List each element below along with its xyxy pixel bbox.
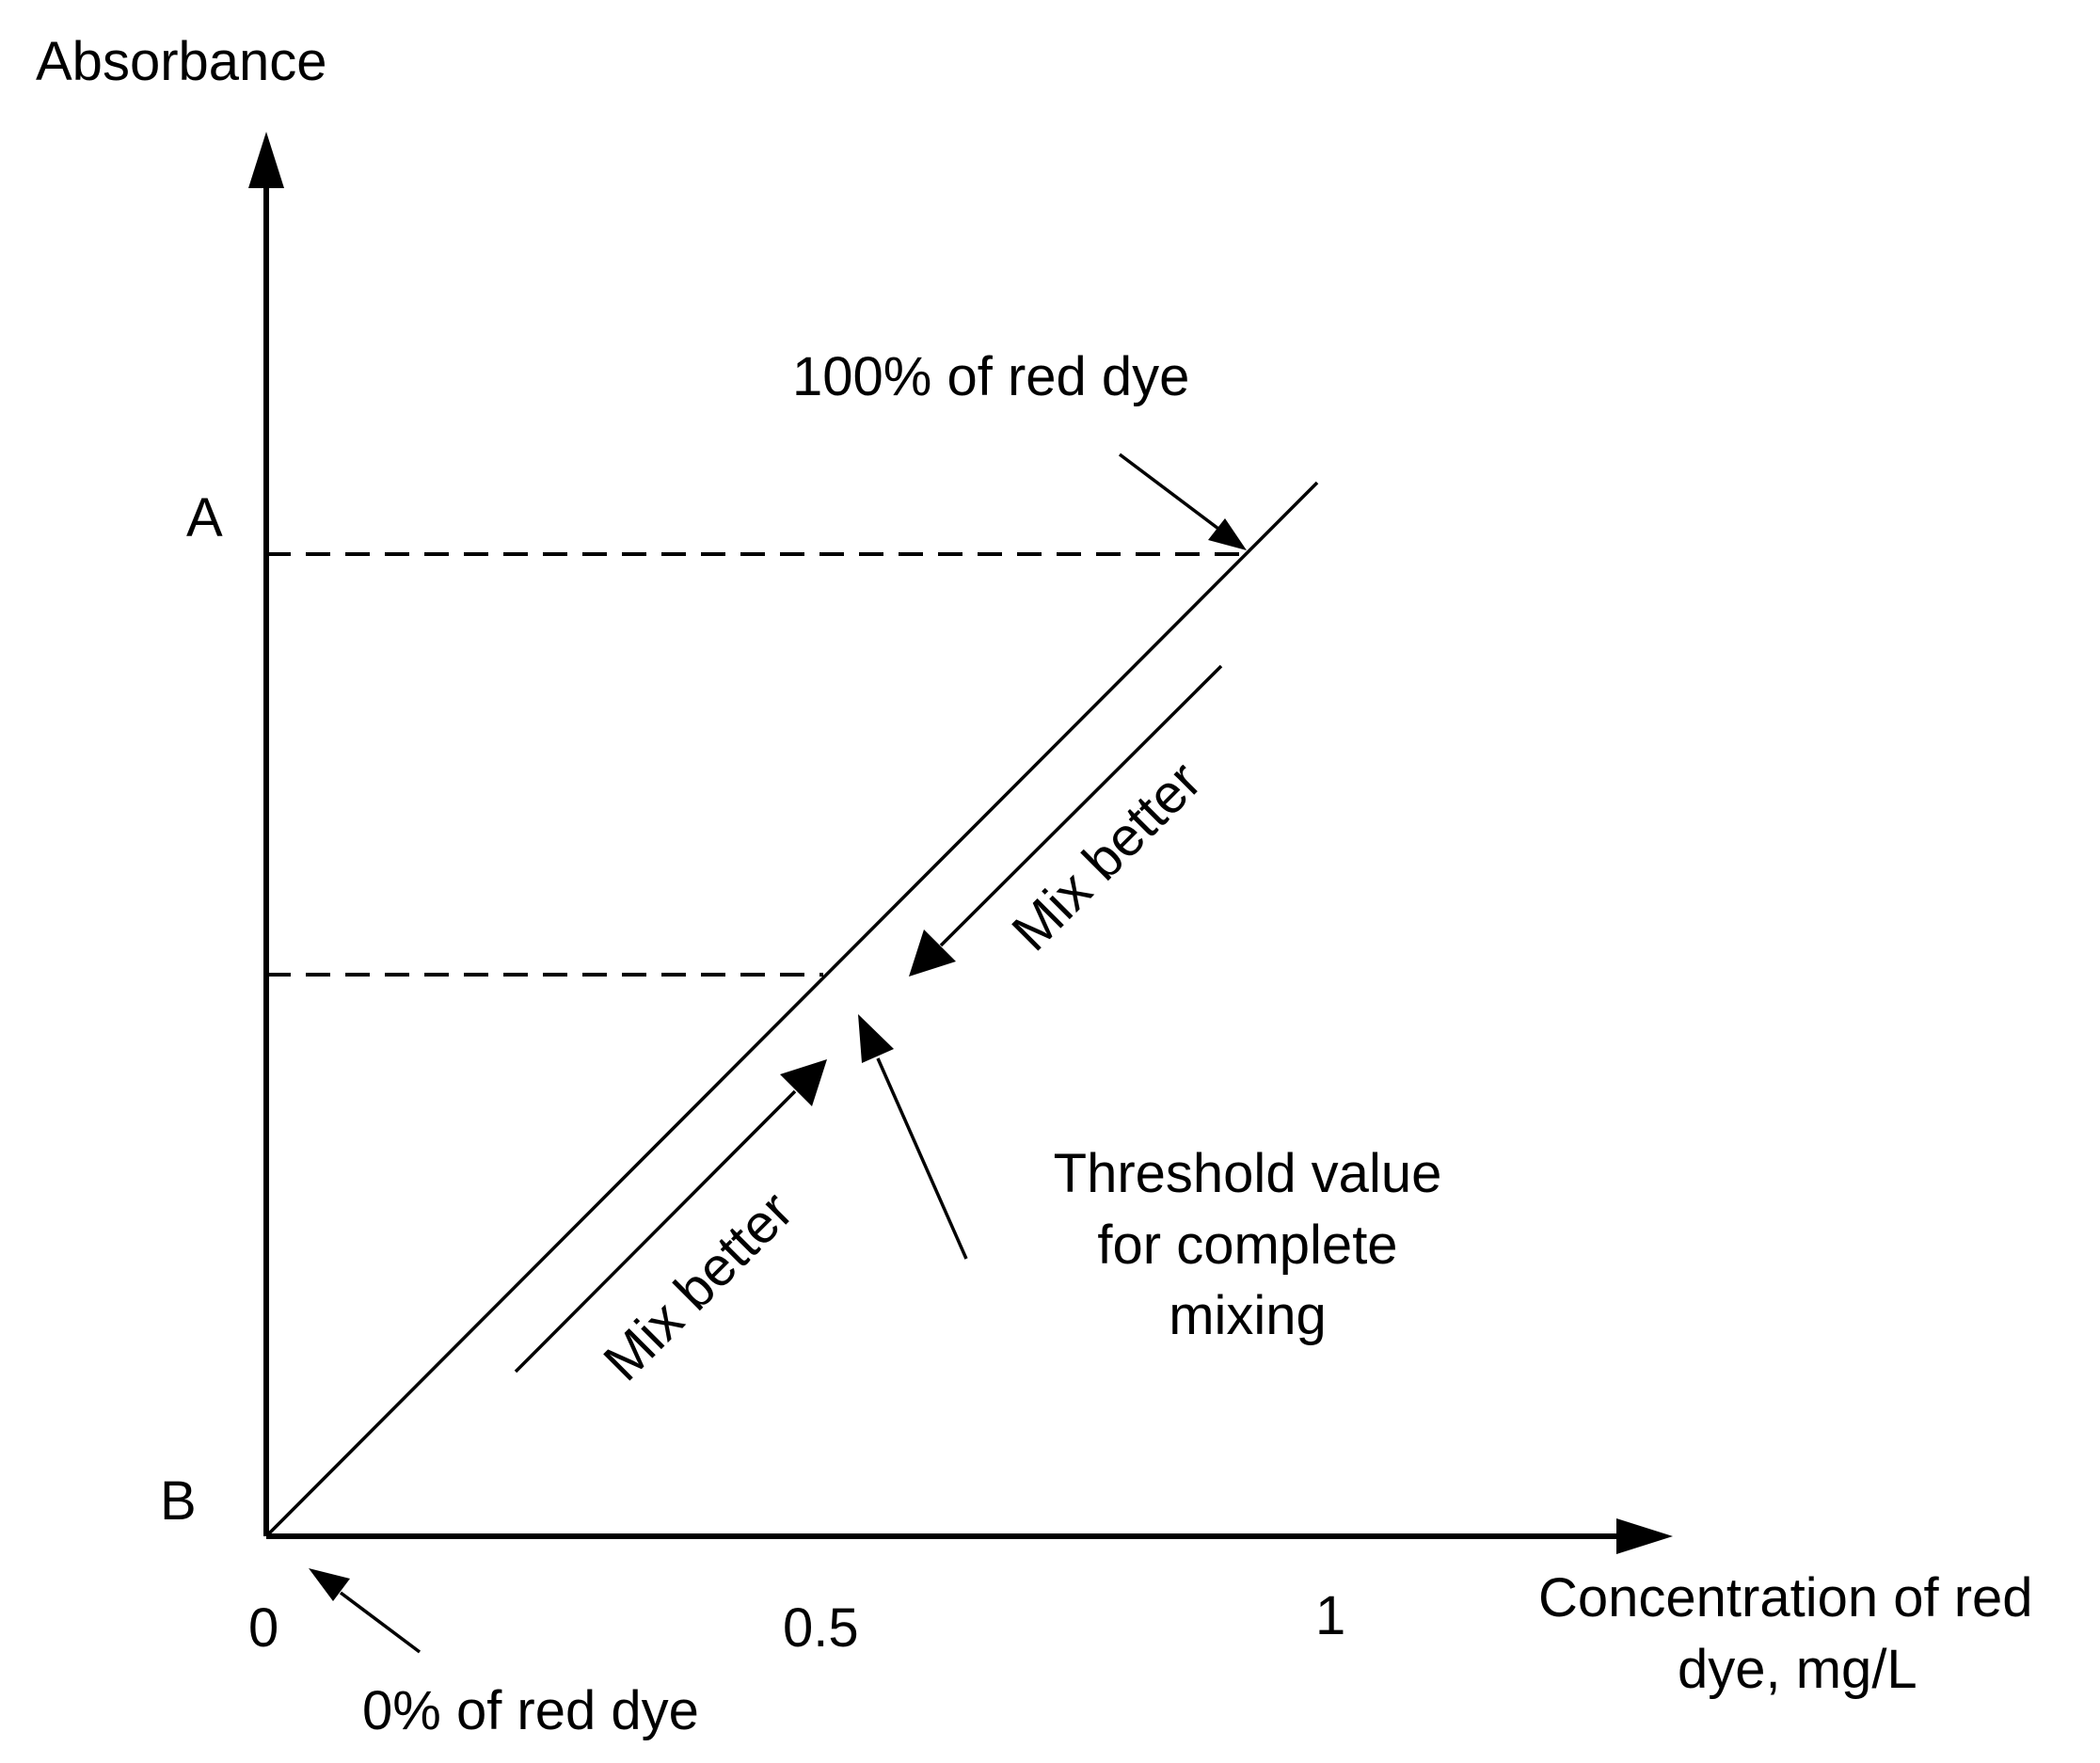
- full-dye-label: 100% of red dye: [792, 346, 1189, 407]
- calibration-line: [264, 481, 1319, 1538]
- threshold-label-line3: mixing: [1169, 1285, 1327, 1346]
- mix-lower-arrowhead: [780, 1059, 827, 1106]
- y-tick-b: B: [160, 1470, 197, 1532]
- x-axis-arrowhead: [1616, 1518, 1673, 1554]
- x-tick-0: 0: [248, 1597, 278, 1659]
- x-tick-0-5: 0.5: [783, 1597, 859, 1659]
- zero-dye-arrowhead: [309, 1568, 350, 1601]
- zero-dye-label: 0% of red dye: [362, 1680, 699, 1741]
- zero-dye-arrow: [339, 1591, 422, 1654]
- threshold-arrowhead: [858, 1014, 894, 1063]
- x-axis-label-line2: dye, mg/L: [1678, 1639, 1917, 1700]
- y-axis-label: Absorbance: [36, 31, 327, 92]
- mix-upper-arrowhead: [909, 929, 956, 977]
- threshold-label-line2: for complete: [1097, 1215, 1397, 1276]
- mix-lower-label: Mix better: [592, 1180, 804, 1392]
- y-tick-a: A: [186, 487, 223, 548]
- x-tick-1: 1: [1315, 1585, 1345, 1646]
- y-axis-arrowhead: [248, 132, 284, 188]
- threshold-label-line1: Threshold value: [1054, 1143, 1442, 1204]
- threshold-arrow: [876, 1057, 968, 1260]
- x-axis-label-line1: Concentration of red: [1538, 1567, 2033, 1628]
- full-dye-arrowhead: [1208, 518, 1247, 550]
- mix-lower-arrow: [514, 1089, 797, 1374]
- mix-upper-arrow: [939, 664, 1223, 947]
- full-dye-arrow: [1118, 453, 1220, 531]
